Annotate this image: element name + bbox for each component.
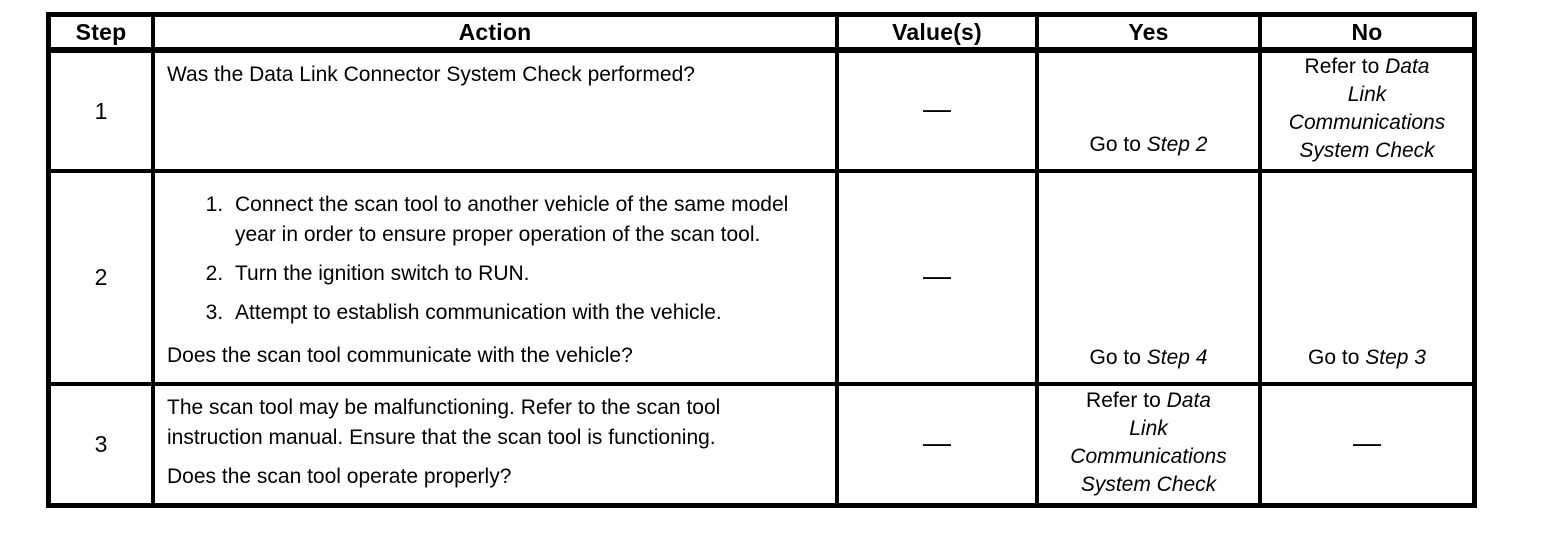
value-dash: — <box>923 259 951 291</box>
yes-cell-2: Go to Step 4 <box>1039 173 1262 386</box>
value-cell-2: — <box>839 173 1039 386</box>
action-question: Was the Data Link Connector System Check… <box>167 63 695 86</box>
action-step-item: Connect the scan tool to another vehicle… <box>229 190 823 250</box>
yes-cell-3: Refer to Data Link Communications System… <box>1039 386 1262 503</box>
value-cell-1: — <box>839 53 1039 173</box>
value-cell-3: — <box>839 386 1039 503</box>
header-no: No <box>1262 17 1472 53</box>
action-steps-list: Connect the scan tool to another vehicle… <box>167 190 823 328</box>
action-question: Does the scan tool communicate with the … <box>167 344 633 367</box>
document-reference: Data Link Communications System Check <box>1288 55 1446 162</box>
yes-instruction: Go to Step 4 <box>1089 346 1208 369</box>
no-cell-1: Refer to Data Link Communications System… <box>1262 53 1472 173</box>
yes-instruction: Refer to Data Link Communications System… <box>1070 388 1227 496</box>
document-reference: Data Link Communications System Check <box>1070 388 1227 496</box>
no-instruction: Refer to Data Link Communications System… <box>1288 55 1446 162</box>
diagnostic-table: Step Action Value(s) Yes No 1 Was the Da… <box>46 12 1477 508</box>
no-cell-3: — <box>1262 386 1472 503</box>
header-step: Step <box>51 17 155 53</box>
step-number-2: 2 <box>51 173 155 386</box>
header-values: Value(s) <box>839 17 1039 53</box>
action-question: Does the scan tool operate properly? <box>167 465 512 488</box>
no-dash: — <box>1353 426 1381 458</box>
header-yes: Yes <box>1039 17 1262 53</box>
no-cell-2: Go to Step 3 <box>1262 173 1472 386</box>
value-dash: — <box>923 93 951 124</box>
action-cell-3: The scan tool may be malfunctioning. Ref… <box>155 386 839 503</box>
step-number-3: 3 <box>51 386 155 503</box>
no-instruction: Go to Step 3 <box>1308 346 1426 369</box>
step-number-1: 1 <box>51 53 155 173</box>
action-step-item: Turn the ignition switch to RUN. <box>229 259 823 289</box>
action-step-item: Attempt to establish communication with … <box>229 298 823 328</box>
value-dash: — <box>923 426 951 458</box>
step-reference: Step 4 <box>1146 346 1208 369</box>
step-reference: Step 3 <box>1365 346 1426 369</box>
yes-instruction: Go to Step 2 <box>1089 133 1208 156</box>
header-action: Action <box>155 17 839 53</box>
action-text: The scan tool may be malfunctioning. Ref… <box>167 396 721 449</box>
action-cell-2: Connect the scan tool to another vehicle… <box>155 173 839 386</box>
yes-cell-1: Go to Step 2 <box>1039 53 1262 173</box>
action-cell-1: Was the Data Link Connector System Check… <box>155 53 839 173</box>
step-reference: Step 2 <box>1146 133 1208 156</box>
